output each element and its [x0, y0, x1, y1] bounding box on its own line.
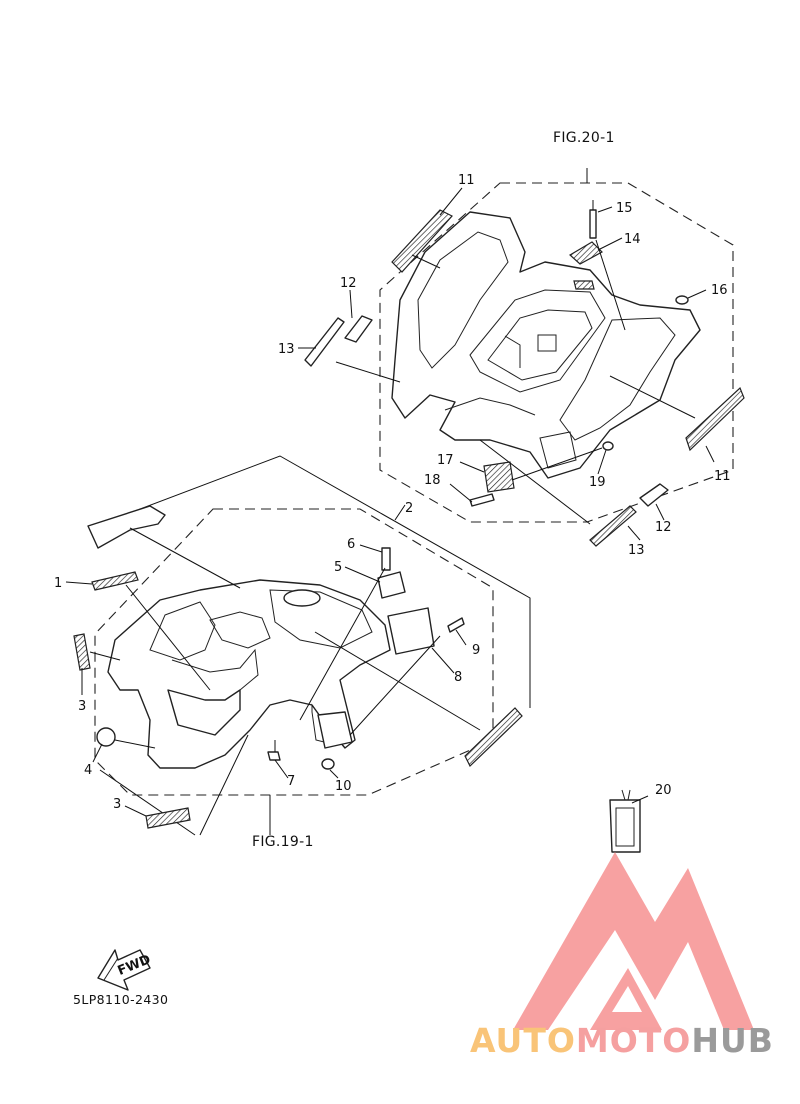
watermark-auto: AUTO: [470, 1021, 576, 1060]
watermark-moto: MOTO: [576, 1021, 691, 1060]
part-10-grommet: [321, 758, 335, 770]
diagram-code: 5LP8110-2430: [73, 992, 168, 1007]
automotohub-watermark: AUTOMOTOHUB: [470, 852, 774, 1060]
callout-2: 2: [405, 501, 413, 516]
callout-9: 9: [472, 643, 480, 658]
part-12-bracket-left: [344, 315, 373, 343]
part-3-stripe-lower: [145, 807, 191, 829]
svg-text:AUTOMOTOHUB: AUTOMOTOHUB: [470, 1021, 774, 1060]
callout-6: 6: [347, 537, 355, 552]
front-side-decal: [87, 505, 166, 549]
part-20-label-card: [609, 789, 649, 853]
callout-1: 1: [54, 576, 62, 591]
headlight-cavity: [167, 689, 241, 736]
callout-17: 17: [437, 453, 454, 468]
watermark-logo-mark: [513, 852, 754, 1030]
callout-3-lower: 3: [113, 797, 121, 812]
rear-storage-recess: [469, 289, 606, 393]
part-16-grommet: [675, 295, 689, 305]
callout-5: 5: [334, 560, 342, 575]
callout-7: 7: [287, 774, 295, 789]
callout-15: 15: [616, 201, 633, 216]
part-7-nut: [267, 751, 281, 761]
callout-labels: FIG.20-1 FIG.19-1 5LP8110-2430 11 15 14 …: [54, 130, 731, 1007]
part-17-plate: [483, 461, 515, 493]
callout-19: 19: [589, 475, 606, 490]
callout-16: 16: [711, 283, 728, 298]
part-14-plate: [568, 241, 603, 265]
rear-fender-group: [298, 168, 745, 547]
part-15-screw: [589, 209, 597, 239]
rear-fender: [391, 211, 701, 479]
callout-10: 10: [335, 779, 352, 794]
callout-4: 4: [84, 763, 92, 778]
callout-11-right: 11: [714, 469, 731, 484]
part-8-plate: [387, 607, 435, 655]
rear-fender-emblem: [573, 280, 595, 290]
callout-13-right: 13: [628, 543, 645, 558]
watermark-hub: HUB: [691, 1021, 774, 1060]
part-19-grommet: [602, 441, 614, 451]
callout-13-left: 13: [278, 342, 295, 357]
part-1-stripe: [91, 571, 139, 591]
callout-20: 20: [655, 783, 672, 798]
part-6-screw: [381, 547, 391, 571]
callout-18: 18: [424, 473, 441, 488]
part-18-screw: [469, 493, 495, 507]
part-11-stripe-left: [391, 209, 453, 273]
part-4-disc: [96, 727, 116, 747]
figure-ref-bottom: FIG.19-1: [252, 834, 314, 850]
part-12-bracket-right: [639, 483, 669, 507]
part-11-stripe-right: [685, 386, 745, 452]
part-13-strip-right: [589, 505, 637, 547]
fuel-cap-opening: [283, 589, 321, 607]
front-fender-group: [65, 455, 531, 836]
callout-11-top: 11: [458, 173, 475, 188]
callout-8: 8: [454, 670, 462, 685]
fwd-arrow: FWD: [97, 949, 153, 991]
part-9-screw: [447, 617, 465, 633]
part-13-strip-left: [304, 317, 345, 367]
front-mud-flap: [317, 711, 353, 749]
callout-14: 14: [624, 232, 641, 247]
callout-3-upper: 3: [78, 699, 86, 714]
part-5-plate: [377, 571, 406, 599]
front-side-stripe: [464, 707, 523, 767]
front-group-boundary: [94, 508, 494, 796]
part-3-stripe-upper: [73, 633, 91, 671]
callout-12-right: 12: [655, 520, 672, 535]
callout-12-left: 12: [340, 276, 357, 291]
figure-ref-top: FIG.20-1: [553, 130, 615, 146]
